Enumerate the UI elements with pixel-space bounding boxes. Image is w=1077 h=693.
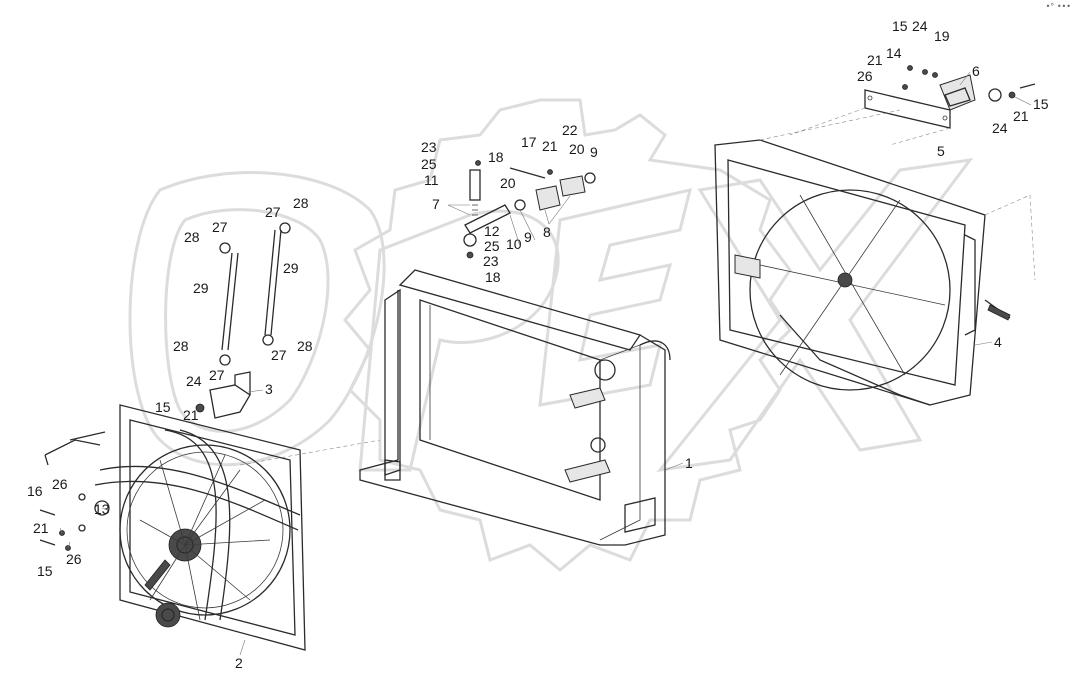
callout-15: 15	[155, 399, 171, 415]
callout-18: 18	[485, 269, 501, 285]
callout-24: 24	[912, 18, 928, 34]
callout-24: 24	[992, 120, 1008, 136]
callout-2: 2	[235, 655, 243, 671]
callout-23: 23	[483, 253, 499, 269]
callout-labels: 1 2 3 4 5 6 7 8 9 9 10 11 12 13 14 15 15…	[27, 18, 1049, 671]
callout-7: 7	[432, 196, 440, 212]
callout-3: 3	[265, 381, 273, 397]
callout-29: 29	[283, 260, 299, 276]
callout-9: 9	[590, 144, 598, 160]
leader-lines	[59, 71, 1032, 656]
callout-12: 12	[484, 223, 500, 239]
callout-26: 26	[52, 476, 68, 492]
callout-27: 27	[271, 347, 287, 363]
callout-27: 27	[265, 204, 281, 220]
callout-22: 22	[562, 122, 578, 138]
callout-11: 11	[424, 172, 439, 188]
fan-casing	[714, 109, 1036, 406]
callout-26: 26	[66, 551, 82, 567]
callout-13: 13	[94, 501, 110, 517]
callout-29: 29	[193, 280, 209, 296]
callout-9: 9	[524, 229, 532, 245]
callout-19: 19	[934, 28, 950, 44]
callout-4: 4	[994, 334, 1002, 350]
right-fasteners	[902, 65, 1036, 102]
callout-24: 24	[186, 373, 202, 389]
radiator-core	[359, 269, 671, 546]
corner-mark: •° •••	[1045, 2, 1071, 11]
callout-20: 20	[500, 175, 516, 191]
tie-rods	[195, 222, 291, 413]
callout-21: 21	[1013, 108, 1029, 124]
central-fittings	[463, 160, 596, 259]
callout-28: 28	[184, 229, 200, 245]
callout-5: 5	[937, 143, 945, 159]
callout-21: 21	[867, 52, 883, 68]
left-fasteners	[39, 493, 110, 551]
callout-14: 14	[886, 45, 902, 61]
callout-28: 28	[297, 338, 313, 354]
callout-27: 27	[209, 367, 225, 383]
clamp-block	[939, 74, 976, 111]
callout-20: 20	[569, 141, 585, 157]
callout-27: 27	[212, 219, 228, 235]
callout-21: 21	[542, 138, 558, 154]
callout-28: 28	[293, 195, 309, 211]
callout-15: 15	[37, 563, 53, 579]
watermark	[128, 98, 974, 572]
callout-6: 6	[972, 63, 980, 79]
callout-17: 17	[521, 134, 537, 150]
callout-16: 16	[27, 483, 43, 499]
callout-28: 28	[173, 338, 189, 354]
callout-1: 1	[685, 455, 693, 471]
callout-25: 25	[484, 238, 500, 254]
fan-shroud-assembly	[44, 404, 381, 651]
callout-21: 21	[33, 520, 49, 536]
callout-15: 15	[1033, 96, 1049, 112]
callout-25: 25	[421, 156, 437, 172]
callout-18: 18	[488, 149, 504, 165]
callout-8: 8	[543, 224, 551, 240]
top-plate	[789, 89, 951, 146]
bracket	[209, 371, 251, 419]
callout-15: 15	[892, 18, 908, 34]
callout-26: 26	[857, 68, 873, 84]
callout-23: 23	[421, 139, 437, 155]
callout-21: 21	[183, 407, 199, 423]
